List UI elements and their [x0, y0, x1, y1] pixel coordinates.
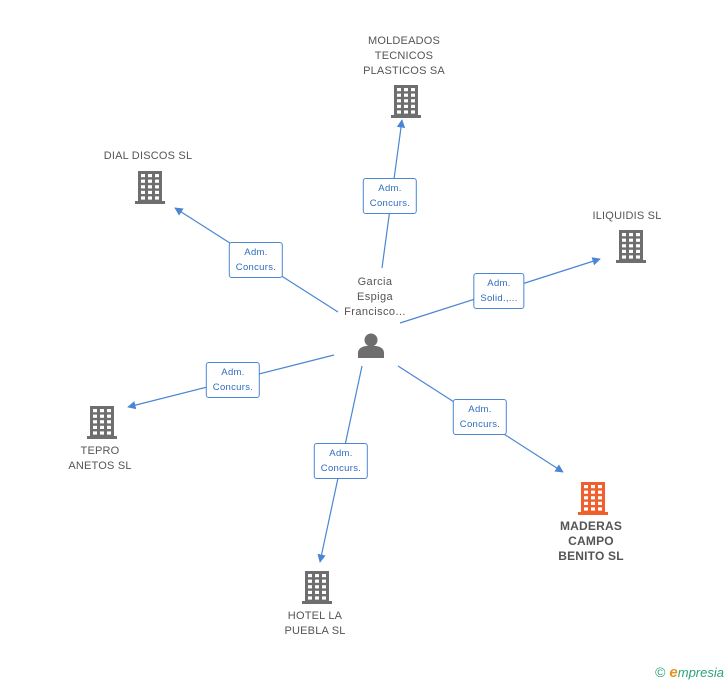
edge-label-tepro[interactable]: Adm. Concurs.: [205, 362, 261, 398]
copyright-icon: ©: [655, 664, 666, 680]
building-icon-iliquidis[interactable]: [616, 230, 646, 263]
person-name-label[interactable]: Garcia Espiga Francisco...: [344, 276, 406, 318]
company-label-hotel[interactable]: HOTEL LA PUEBLA SL: [284, 610, 346, 637]
brand-name: mpresia: [677, 665, 724, 680]
building-icon-dial[interactable]: [135, 171, 165, 204]
building-icon-moldeados[interactable]: [391, 85, 421, 118]
brand-initial: e: [669, 664, 678, 681]
company-label-tepro[interactable]: TEPRO ANETOS SL: [68, 445, 132, 472]
building-icon-tepro[interactable]: [87, 406, 117, 439]
empresia-brand: ©empresia: [655, 664, 724, 681]
edge-label-dial[interactable]: Adm. Concurs.: [228, 242, 284, 278]
company-label-maderas[interactable]: MADERAS CAMPO BENITO SL: [558, 519, 624, 563]
person-icon[interactable]: [358, 333, 384, 359]
edge-label-moldeados[interactable]: Adm. Concurs.: [362, 178, 418, 214]
company-label-iliquidis[interactable]: ILIQUIDIS SL: [592, 210, 662, 222]
building-icon-hotel[interactable]: [302, 571, 332, 604]
edge-label-maderas[interactable]: Adm. Concurs.: [452, 399, 508, 435]
edge-label-iliquidis[interactable]: Adm. Solid.,...: [473, 273, 525, 309]
company-label-dial[interactable]: DIAL DISCOS SL: [103, 150, 193, 162]
building-icon-maderas[interactable]: [578, 482, 608, 515]
company-label-moldeados[interactable]: MOLDEADOS TECNICOS PLASTICOS SA: [363, 35, 445, 77]
edge-label-hotel[interactable]: Adm. Concurs.: [313, 443, 369, 479]
